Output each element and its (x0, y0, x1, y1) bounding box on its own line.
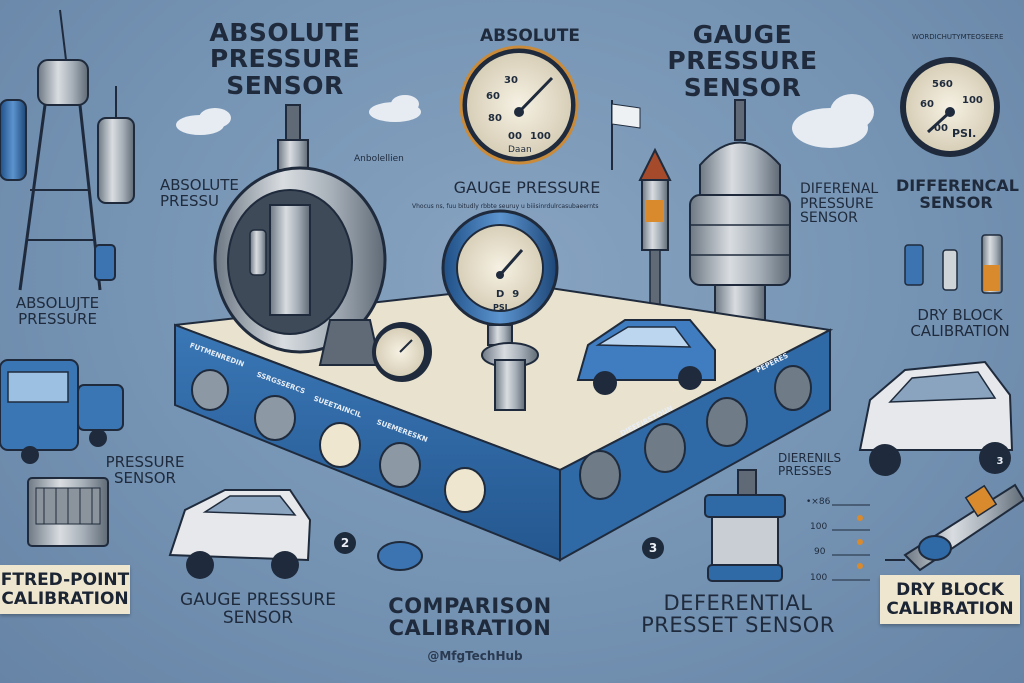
comparison-calibration-label: COMPARISON CALIBRATION (388, 594, 552, 641)
top-right-gauge-readout: PSI. (952, 127, 977, 140)
white-car-left-icon (168, 489, 312, 579)
scale-value: 90 (814, 547, 826, 557)
vials-icon (904, 234, 1003, 294)
top-right-gauge-tick: 100 (962, 95, 983, 106)
dry-block-calibration-tag: DRY BLOCK CALIBRATION (880, 575, 1020, 625)
absolute-pressure-sensor-device (213, 104, 387, 366)
probe-icon (638, 147, 672, 311)
absolute-gauge-tick: 100 (530, 131, 551, 142)
absolute-pressure-sensor-title: ABSOLUTE PRESSURE SENSOR (209, 18, 361, 100)
absolute-pressu-label: ABSOLUTE PRESSU (160, 176, 239, 210)
white-car-right-icon (858, 360, 1014, 476)
handle-label: @MfgTechHub (427, 649, 523, 663)
step-number-3: 3 (642, 537, 664, 559)
pressure-sensor-left-label: PRESSURE SENSOR (105, 453, 185, 487)
absolute-gauge-tick: 80 (488, 113, 502, 124)
gauge-pressure-sensor-bottom-label: GAUGE PRESSURE SENSOR (180, 590, 336, 628)
blue-gauge-reading: D9 (496, 289, 520, 300)
absolute-gauge-readout: Daan (508, 145, 532, 155)
absolute-gauge-tick: 60 (486, 91, 500, 102)
absolute-gauge-tick: 00 (508, 131, 522, 142)
scale-value: 100 (810, 522, 828, 532)
scale-value: •×86 (806, 497, 831, 507)
absolute-gauge-icon (459, 45, 579, 165)
step-number-2: 2 (334, 532, 356, 554)
absolujte-pressure-label: ABSOLUJTE PRESSURE (15, 294, 100, 328)
stone-icon (377, 541, 423, 571)
absolute-gauge-tick: 30 (504, 75, 518, 86)
panel-dials (191, 365, 812, 513)
diferenls-presses-label: DIERENILS PRESSES (778, 451, 842, 478)
top-right-gauge-tick: 00 (934, 123, 948, 134)
flag-icon (611, 100, 641, 170)
absolute-small-label: Anbolellien (354, 154, 404, 164)
gauge-pressure-sensor-device (689, 99, 791, 326)
scale-ticks (832, 504, 870, 581)
blue-gauge-device (441, 209, 559, 411)
blue-gauge-readout: PSI (493, 303, 508, 312)
bench-gauge-icon (372, 322, 432, 382)
dry-block-calibration-right-label: DRY BLOCK CALIBRATION (910, 306, 1010, 340)
differential-sensor-device (704, 469, 786, 582)
deferential-presset-sensor-label: DEFERENTIAL PRESSET SENSOR (641, 591, 835, 638)
gauge-pressure-sensor-title: GAUGE PRESSURE SENSOR (667, 20, 818, 102)
step-number-3-right: 3 (992, 454, 1008, 470)
fixed-point-calibration-tag: FTRED-POINT CALIBRATION (0, 565, 130, 615)
cloud-icon (176, 94, 874, 148)
car-on-bench-icon (576, 319, 716, 395)
dry-block-probe-device (885, 483, 1024, 572)
water-tower-left-icon (0, 9, 135, 291)
top-right-small-text: WORDICHUTYMTEOSEERE (912, 33, 1004, 41)
tiny-strip-label: Vhocus ns, fuu bitudly rbbte seuruy u bi… (412, 203, 599, 210)
top-right-gauge-tick: 60 (920, 99, 934, 110)
control-box-icon (27, 477, 109, 547)
gauge-pressure-mid-label: GAUGE PRESSURE (453, 178, 601, 197)
diferenal-pressure-sensor-label: DIFERENAL PRESSURE SENSOR (800, 181, 879, 227)
top-right-gauge-tick: 560 (932, 79, 953, 90)
absolute-gauge-title: ABSOLUTE (479, 26, 581, 46)
differencal-sensor-label: DIFFERENCAL SENSOR (896, 176, 1019, 212)
top-right-gauge-icon (900, 57, 1000, 157)
scale-value: 100 (810, 573, 828, 583)
truck-icon (0, 359, 124, 464)
